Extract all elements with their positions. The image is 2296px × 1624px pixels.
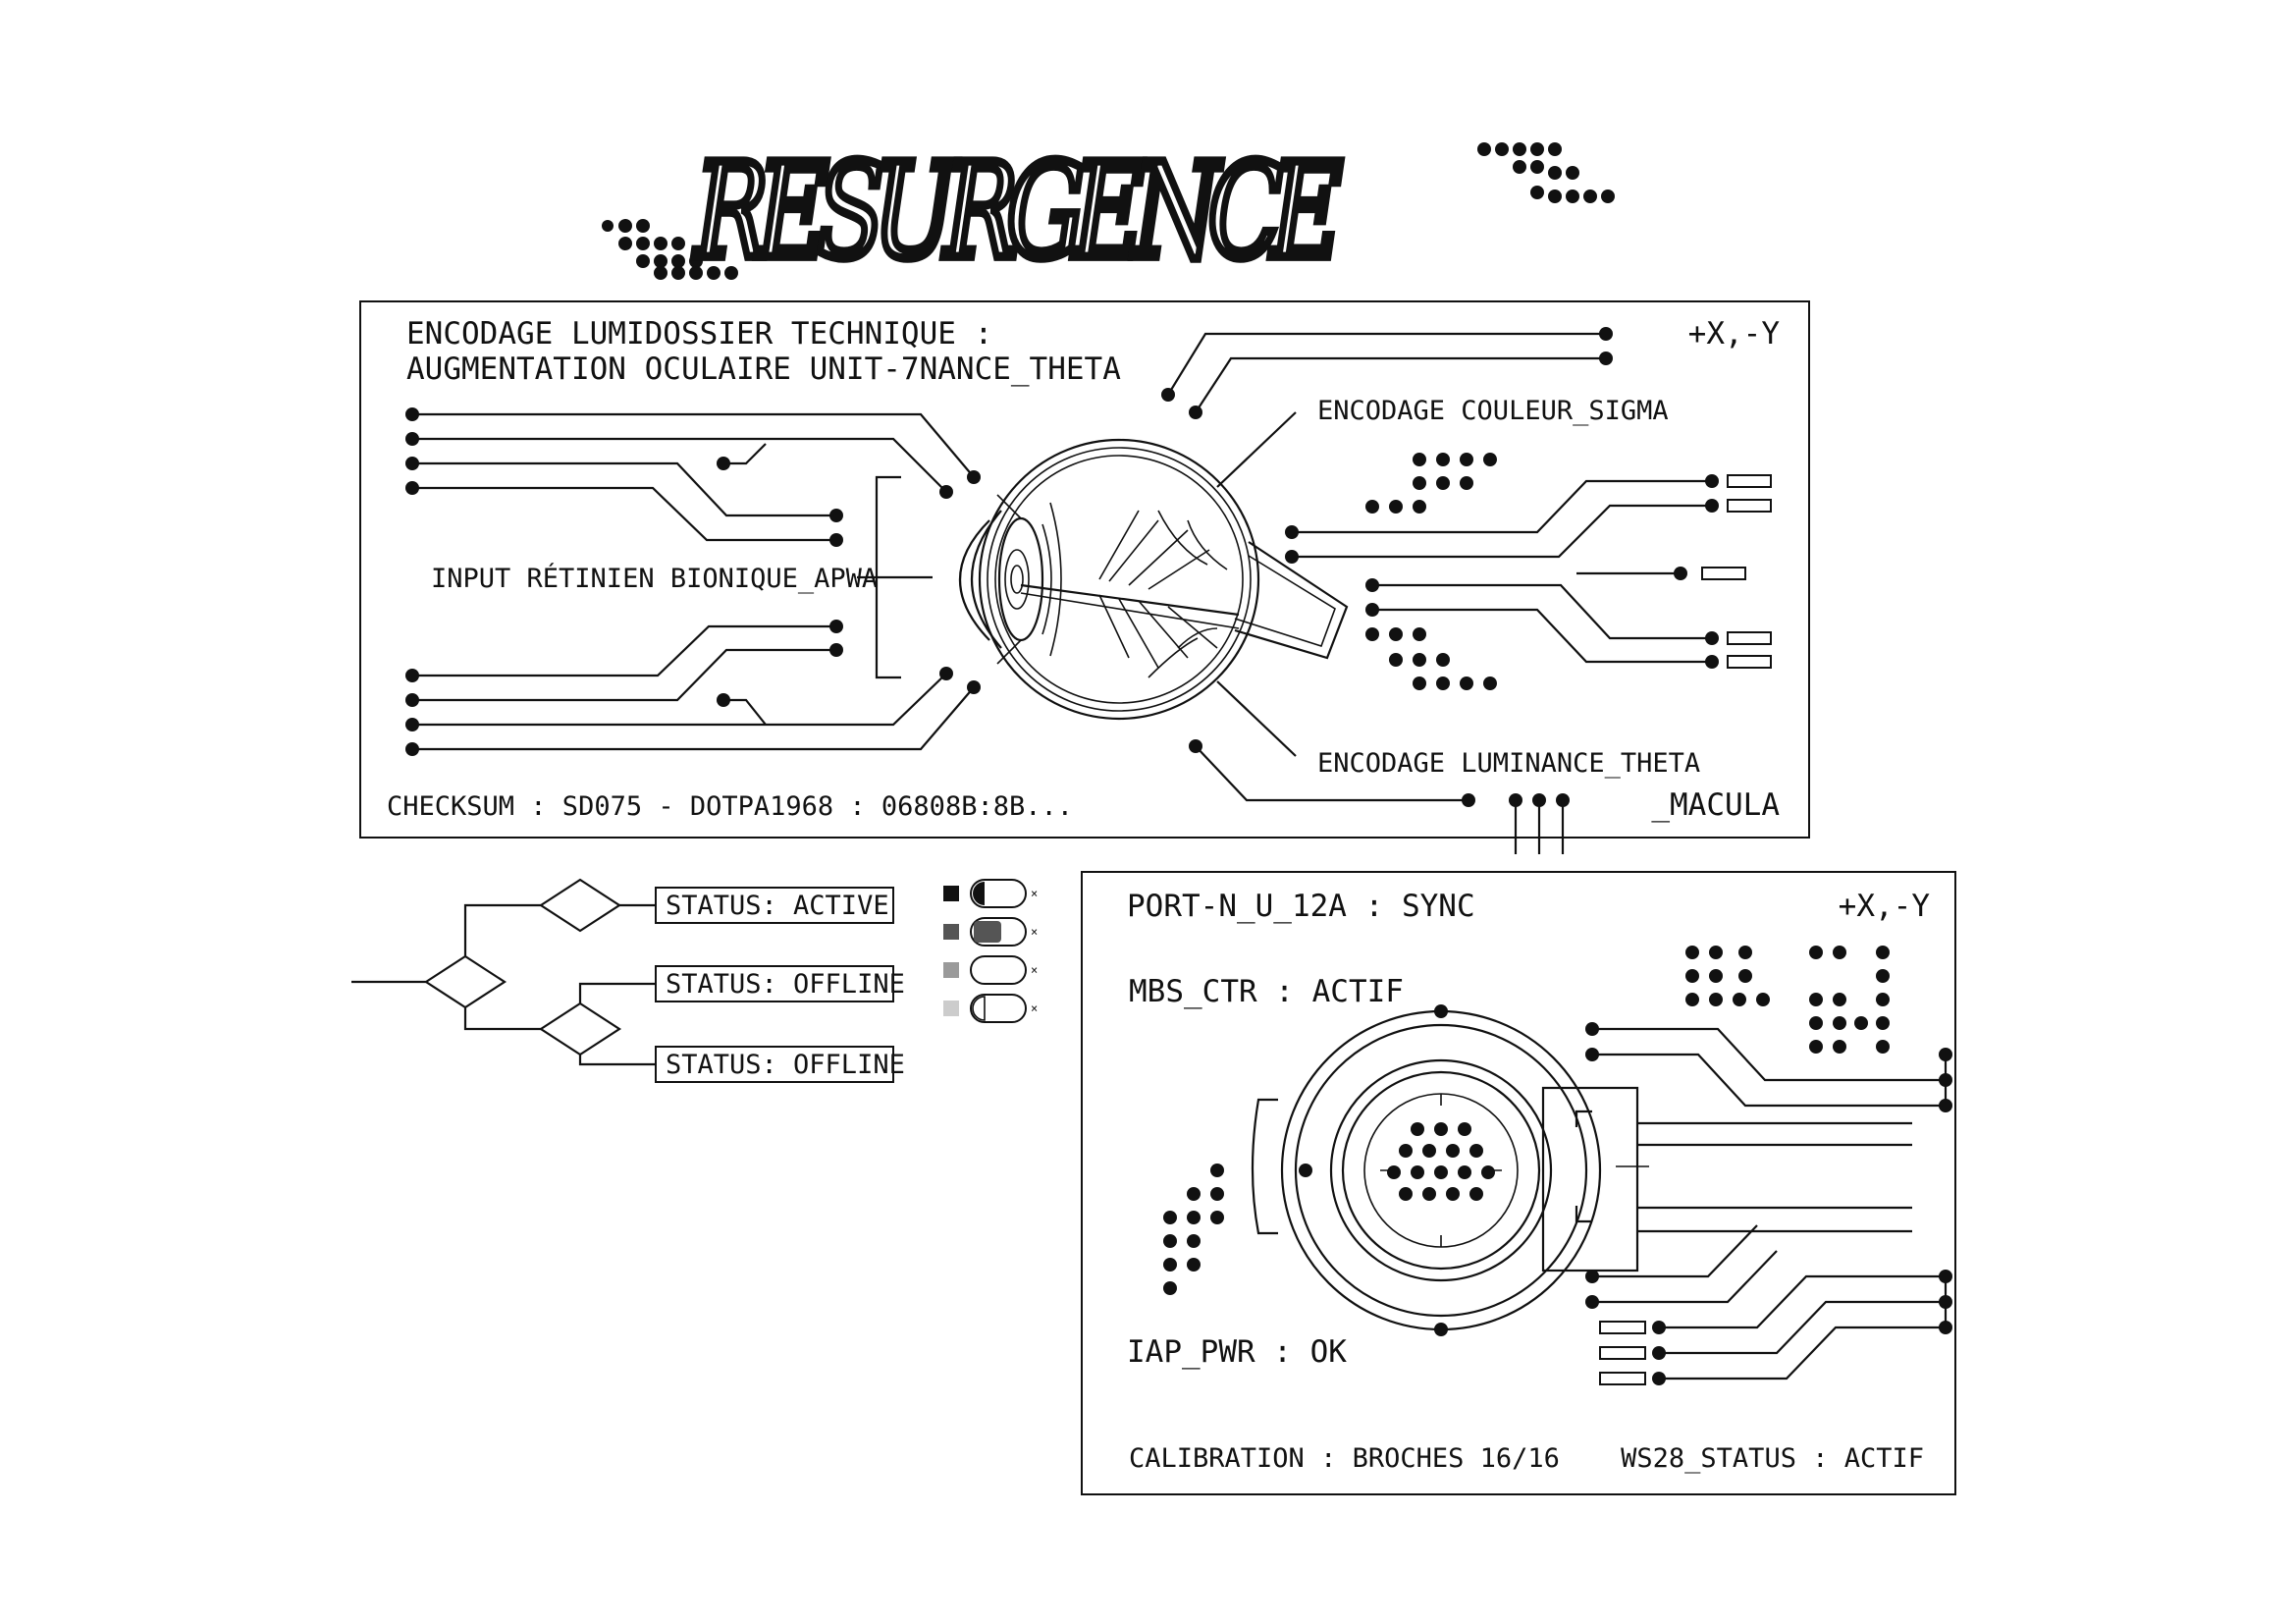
panel-top-frame (359, 300, 1810, 839)
traces-right-lower (1189, 578, 1772, 807)
toggle-legend: × × × × (943, 879, 1038, 1023)
toggle-mark-3: × (1031, 963, 1038, 977)
status-box-1 (655, 887, 894, 924)
toggle-pill-3[interactable] (970, 955, 1027, 985)
connector-illustration (1251, 1004, 1912, 1336)
toggle-pill-4[interactable] (970, 994, 1027, 1023)
panel-top-title-line2: AUGMENTATION OCULAIRE UNIT-7NANCE_THETA (406, 352, 1121, 387)
label-luminance-encoding: ENCODAGE LUMINANCE_THETA (1317, 748, 1700, 779)
status-label-2: STATUS: OFFLINE (666, 969, 905, 1000)
port-status: PORT-N_U_12A : SYNC (1127, 889, 1475, 924)
swatch-black (943, 886, 959, 901)
logo: RESURGENCE (602, 132, 1615, 292)
eye-illustration (959, 438, 1349, 721)
label-color-encoding: ENCODAGE COULEUR_SIGMA (1317, 396, 1669, 426)
label-connectors (1216, 411, 1297, 757)
decision-diamond-root (423, 954, 507, 1009)
decision-diamond-upper (538, 878, 622, 933)
logo-text: RESURGENCE (693, 135, 1341, 288)
traces-left-lower (405, 620, 981, 756)
panel-bottom-frame (1081, 871, 1956, 1495)
toggle-knob-2 (974, 921, 1001, 943)
checksum-text: CHECKSUM : SD075 - DOTPA1968 : 06808B:8B… (387, 791, 1073, 822)
toggle-knob-1 (973, 882, 985, 905)
status-label-3: STATUS: OFFLINE (666, 1050, 905, 1080)
traces-bottom-right (1585, 1022, 1952, 1385)
traces-right-upper (1161, 327, 1772, 580)
status-label-1: STATUS: ACTIVE (666, 891, 889, 921)
panel-bottom: PORT-N_U_12A : SYNC +X,-Y MBS_CTR : ACTI… (1081, 871, 1956, 1495)
dot-cluster-top-right (1365, 453, 1497, 514)
swatch-light-grey (943, 1001, 959, 1016)
dot-diagonal-left (1163, 1164, 1224, 1295)
panel-top-coord: +X,-Y (1688, 316, 1781, 352)
dot-matrix-bottom-panel (1685, 946, 1890, 1054)
logo-wordmark: RESURGENCE (689, 132, 1357, 292)
swatch-dark-grey (943, 924, 959, 940)
logo-dots-left (602, 219, 738, 280)
toggle-pill-2[interactable] (970, 917, 1027, 947)
logo-dots-right (1477, 142, 1615, 203)
ws28-status: WS28_STATUS : ACTIF (1621, 1443, 1924, 1474)
toggle-mark-4: × (1031, 1001, 1038, 1015)
swatch-mid-grey (943, 962, 959, 978)
calibration-status: CALIBRATION : BROCHES 16/16 (1129, 1443, 1560, 1474)
macula-label: _MACULA (1651, 787, 1780, 823)
panel-bus (1509, 793, 1570, 854)
toggle-mark-2: × (1031, 925, 1038, 939)
toggle-row-4[interactable]: × (943, 994, 1038, 1023)
dot-cluster-bottom-right (1365, 627, 1497, 690)
traces-left-upper (405, 407, 981, 547)
toggle-row-2[interactable]: × (943, 917, 1038, 947)
label-retinal-input: INPUT RÉTINIEN BIONIQUE_APWA (431, 563, 878, 594)
panel-top-title-line1: ENCODAGE LUMIDOSSIER TECHNIQUE : (406, 316, 992, 352)
status-box-2 (655, 965, 894, 1002)
toggle-row-1[interactable]: × (943, 879, 1038, 908)
panel-bottom-coord: +X,-Y (1839, 889, 1931, 924)
mbs-status: MBS_CTR : ACTIF (1129, 974, 1404, 1009)
toggle-knob-4 (972, 996, 986, 1021)
input-bracket (857, 475, 933, 679)
status-box-3 (655, 1046, 894, 1083)
status-tree: STATUS: ACTIVE STATUS: OFFLINE STATUS: O… (351, 878, 905, 1083)
decision-diamond-lower (538, 1001, 622, 1056)
toggle-pill-1[interactable] (970, 879, 1027, 908)
iap-status: IAP_PWR : OK (1127, 1334, 1347, 1370)
toggle-row-3[interactable]: × (943, 955, 1038, 985)
toggle-mark-1: × (1031, 887, 1038, 900)
panel-top: ENCODAGE LUMIDOSSIER TECHNIQUE : AUGMENT… (359, 300, 1810, 854)
